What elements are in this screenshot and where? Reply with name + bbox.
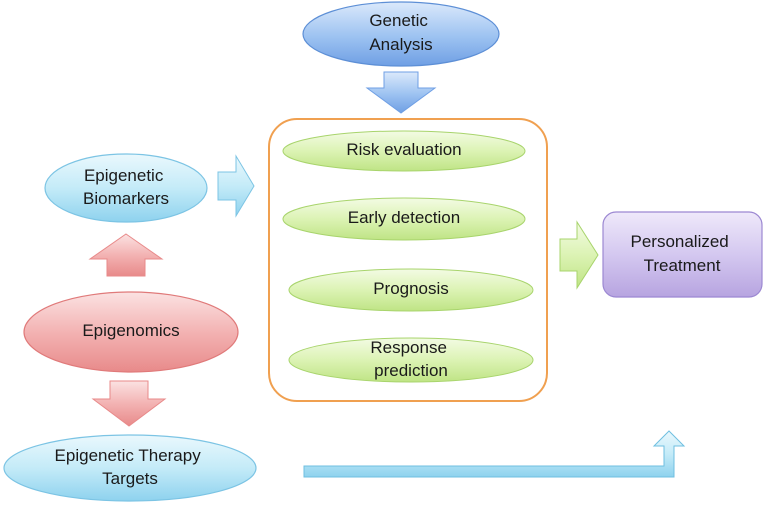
clinical-applications-container xyxy=(268,118,548,402)
epigenetic-biomarkers-label: Epigenetic Biomarkers xyxy=(83,166,169,208)
genetic-analysis-line-2: Analysis xyxy=(369,35,432,54)
genetic-to-center-arrow xyxy=(365,71,437,114)
response-prediction-node xyxy=(288,337,534,383)
risk-evaluation-node xyxy=(282,130,526,172)
epigenetic-biomarkers-node xyxy=(44,153,208,223)
early-detection-node xyxy=(282,197,526,241)
response-prediction-label: Response prediction xyxy=(370,338,451,380)
risk-evaluation-label: Risk evaluation xyxy=(346,140,461,159)
epigenetic-therapy-targets-label: Epigenetic Therapy Targets xyxy=(55,446,206,488)
response-prediction-line-2: prediction xyxy=(374,361,448,380)
prognosis-node xyxy=(288,268,534,312)
prognosis-line-1: Prognosis xyxy=(373,279,449,298)
early-detection-label: Early detection xyxy=(348,208,460,227)
genetic-analysis-line-1: Genetic xyxy=(369,11,428,30)
response-prediction-line-1: Response xyxy=(370,338,447,357)
personalized-treatment-line-2: Treatment xyxy=(644,256,721,275)
epigenetic-therapy-targets-node xyxy=(3,434,257,502)
personalized-treatment-node xyxy=(602,211,763,298)
personalized-treatment-line-1: Personalized xyxy=(630,232,728,251)
genetic-analysis-node xyxy=(302,1,500,67)
epigenetic-therapy-targets-line-2: Targets xyxy=(102,469,158,488)
epigenomics-node xyxy=(23,291,239,373)
epigenomics-to-therapy-arrow xyxy=(91,380,167,427)
prognosis-label: Prognosis xyxy=(373,279,449,298)
therapy-to-treatment-arrow xyxy=(303,430,686,478)
epigenetic-therapy-targets-line-1: Epigenetic Therapy xyxy=(55,446,202,465)
epigenomics-to-biomarkers-arrow xyxy=(88,233,164,277)
epigenetic-biomarkers-line-2: Biomarkers xyxy=(83,189,169,208)
epigenomics-label: Epigenomics xyxy=(82,321,179,340)
risk-evaluation-line-1: Risk evaluation xyxy=(346,140,461,159)
epigenetic-biomarkers-line-1: Epigenetic xyxy=(84,166,164,185)
early-detection-line-1: Early detection xyxy=(348,208,460,227)
genetic-analysis-label: Genetic Analysis xyxy=(369,11,432,54)
personalized-treatment-label: Personalized Treatment xyxy=(630,232,733,275)
center-to-treatment-arrow xyxy=(559,220,599,290)
biomarkers-to-center-arrow xyxy=(217,154,255,218)
epigenomics-line-1: Epigenomics xyxy=(82,321,179,340)
